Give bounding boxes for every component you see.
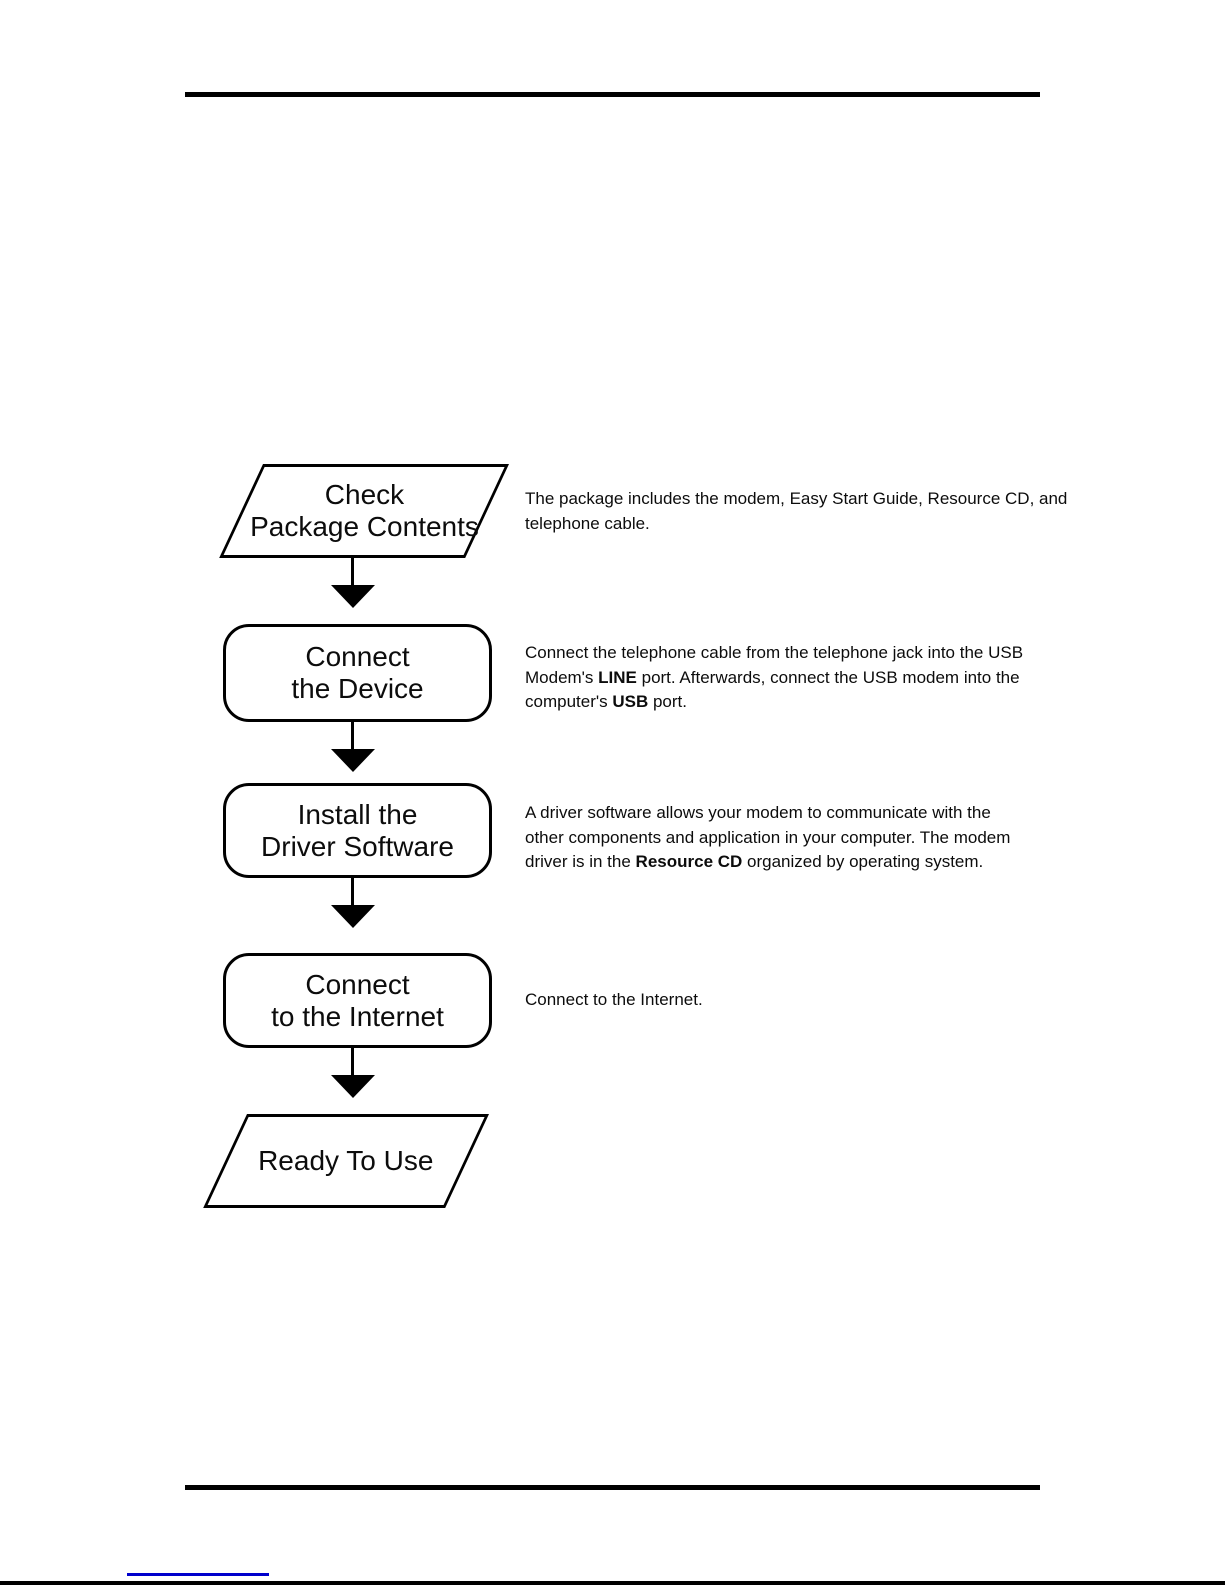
top-rule [185,92,1040,97]
flow-connector-line [351,556,354,586]
flow-node-connect-device: Connect the Device [223,624,492,722]
step-description-install-driver: A driver software allows your modem to c… [525,803,1011,871]
flow-node-label: Connect to the Internet [271,968,444,1032]
step-description-connect-internet: Connect to the Internet. [525,990,703,1009]
flow-node-label: Ready To Use [258,1145,434,1176]
flow-connector-line [351,720,354,750]
page-bottom-edge-rule [0,1581,1225,1585]
arrow-down-icon [331,749,375,772]
flow-node-check-package-contents: Check Package Contents [219,464,509,558]
flow-node-label: Install the Driver Software [261,798,454,862]
flow-node-ready-to-use: Ready To Use [203,1114,489,1208]
flow-node-connect-to-internet: Connect to the Internet [223,953,492,1048]
arrow-down-icon [331,585,375,608]
flow-node-label: Connect the Device [291,641,424,704]
flow-connector-line [351,876,354,906]
footer-link-underline[interactable] [127,1573,269,1576]
flow-node-label: Check Package Contents [249,479,479,542]
flow-connector-line [351,1046,354,1076]
step-description-connect-device: Connect the telephone cable from the tel… [525,643,1024,711]
bottom-rule [185,1485,1040,1490]
arrow-down-icon [331,1075,375,1098]
arrow-down-icon [331,905,375,928]
step-description-check-package: The package includes the modem, Easy Sta… [525,489,1068,533]
flow-node-install-driver-software: Install the Driver Software [223,783,492,878]
